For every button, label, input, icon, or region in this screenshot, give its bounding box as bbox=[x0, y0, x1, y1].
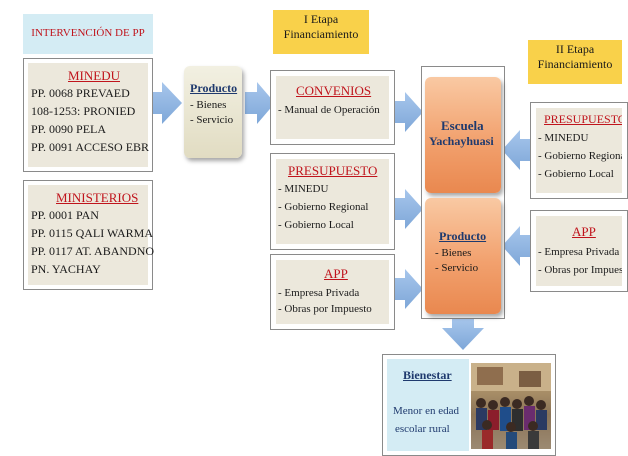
children-photo bbox=[471, 363, 551, 449]
presupuesto1-item-3: - Gobierno Local bbox=[278, 219, 354, 231]
minedu-item-2: 108-1253: PRONIED bbox=[31, 104, 136, 118]
etapa1-line2: Financiamiento bbox=[283, 27, 359, 41]
producto-left-box: Producto - Bienes - Servicio bbox=[184, 66, 242, 158]
minedu-panel: MINEDU PP. 0068 PREVAED 108-1253: PRONIE… bbox=[23, 58, 153, 172]
minedu-inner: MINEDU PP. 0068 PREVAED 108-1253: PRONIE… bbox=[28, 63, 150, 167]
etapa2-line2: Financiamiento bbox=[537, 57, 613, 71]
presupuesto2-panel: PRESUPUESTO - MINEDU - Gobierno Regional… bbox=[530, 102, 628, 199]
producto-center-title: Producto bbox=[439, 229, 487, 243]
ministerios-item-1: PP. 0001 PAN bbox=[31, 208, 99, 222]
presupuesto1-panel: PRESUPUESTO - MINEDU - Gobierno Regional… bbox=[270, 153, 395, 250]
children-photo-illustration bbox=[471, 363, 551, 449]
ministerios-inner: MINISTERIOS PP. 0001 PAN PP. 0115 QALI W… bbox=[28, 185, 154, 285]
presupuesto1-heading: PRESUPUESTO bbox=[288, 163, 378, 178]
app2-item-1: - Empresa Privada bbox=[538, 246, 620, 258]
escuela-line2: Yachayhuasi bbox=[429, 134, 494, 148]
convenios-inner: CONVENIOS - Manual de Operación bbox=[276, 76, 389, 139]
arrow-to-convenios bbox=[245, 82, 275, 124]
ministerios-heading: MINISTERIOS bbox=[56, 190, 139, 205]
convenios-heading: CONVENIOS bbox=[296, 83, 372, 98]
ministerios-item-4: PN. YACHAY bbox=[31, 262, 101, 276]
convenios-item-1: - Manual de Operación bbox=[278, 104, 380, 116]
etapa1-label: I Etapa Financiamiento bbox=[273, 10, 369, 54]
presupuesto1-item-2: - Gobierno Regional bbox=[278, 201, 369, 213]
app2-inner: APP - Empresa Privada - Obras por Impues… bbox=[536, 216, 622, 286]
presupuesto2-item-2: - Gobierno Regional bbox=[538, 150, 622, 162]
bienestar-line2: escolar rural bbox=[395, 423, 450, 435]
arrow-to-escuela bbox=[393, 92, 423, 132]
arrow-presupuesto2-to-escuela bbox=[502, 130, 532, 170]
producto-left-item-1: - Bienes bbox=[190, 99, 227, 111]
presupuesto2-item-3: - Gobierno Local bbox=[538, 168, 614, 180]
producto-center-box: Producto - Bienes - Servicio bbox=[425, 198, 501, 314]
escuela-line1: Escuela bbox=[441, 118, 484, 133]
producto-left-title: Producto bbox=[190, 81, 238, 95]
app2-item-2: - Obras por Impuesto bbox=[538, 264, 622, 276]
ministerios-item-3: PP. 0117 AT. ABANDNO bbox=[31, 244, 155, 258]
minedu-item-4: PP. 0091 ACCESO EBR bbox=[31, 140, 150, 154]
app2-heading: APP bbox=[572, 224, 596, 239]
intervencion-title-box: INTERVENCIÓN DE PP bbox=[23, 14, 153, 54]
intervencion-title: INTERVENCIÓN DE PP bbox=[31, 27, 145, 39]
app2-panel: APP - Empresa Privada - Obras por Impues… bbox=[530, 210, 628, 292]
arrow-app2-to-producto bbox=[502, 226, 532, 266]
presupuesto1-item-1: - MINEDU bbox=[278, 183, 329, 195]
bienestar-panel: Bienestar Menor en edad escolar rural bbox=[382, 354, 556, 456]
minedu-item-1: PP. 0068 PREVAED bbox=[31, 86, 130, 100]
etapa2-line1: II Etapa bbox=[555, 42, 595, 56]
bienestar-line1: Menor en edad bbox=[393, 405, 459, 417]
presupuesto2-heading: PRESUPUESTO bbox=[544, 112, 622, 126]
ministerios-panel: MINISTERIOS PP. 0001 PAN PP. 0115 QALI W… bbox=[23, 180, 154, 290]
app1-inner: APP - Empresa Privada - Obras por Impues… bbox=[276, 260, 389, 324]
ministerios-item-2: PP. 0115 QALI WARMA bbox=[31, 226, 154, 240]
etapa1-line1: I Etapa bbox=[303, 12, 339, 26]
convenios-panel: CONVENIOS - Manual de Operación bbox=[270, 70, 395, 145]
etapa2-label: II Etapa Financiamiento bbox=[528, 40, 622, 84]
bienestar-text-box: Bienestar Menor en edad escolar rural bbox=[387, 359, 469, 451]
producto-center-item-2: - Servicio bbox=[435, 262, 479, 274]
arrow-presupuesto-to-producto bbox=[393, 189, 423, 229]
presupuesto2-item-1: - MINEDU bbox=[538, 132, 589, 144]
arrow-to-bienestar bbox=[442, 318, 484, 350]
bienestar-title: Bienestar bbox=[403, 368, 452, 382]
presupuesto2-inner: PRESUPUESTO - MINEDU - Gobierno Regional… bbox=[536, 108, 622, 193]
minedu-item-3: PP. 0090 PELA bbox=[31, 122, 107, 136]
presupuesto1-inner: PRESUPUESTO - MINEDU - Gobierno Regional… bbox=[276, 159, 389, 244]
minedu-heading: MINEDU bbox=[68, 68, 120, 83]
producto-center-item-1: - Bienes bbox=[435, 247, 472, 259]
producto-left-item-2: - Servicio bbox=[190, 114, 234, 126]
app1-item-2: - Obras por Impuesto bbox=[278, 303, 372, 315]
arrow-app-to-producto bbox=[393, 269, 423, 309]
arrow-to-producto-left bbox=[150, 82, 182, 124]
app1-panel: APP - Empresa Privada - Obras por Impues… bbox=[270, 254, 395, 330]
escuela-box: Escuela Yachayhuasi bbox=[425, 77, 501, 193]
app1-heading: APP bbox=[324, 266, 348, 281]
app1-item-1: - Empresa Privada bbox=[278, 287, 360, 299]
